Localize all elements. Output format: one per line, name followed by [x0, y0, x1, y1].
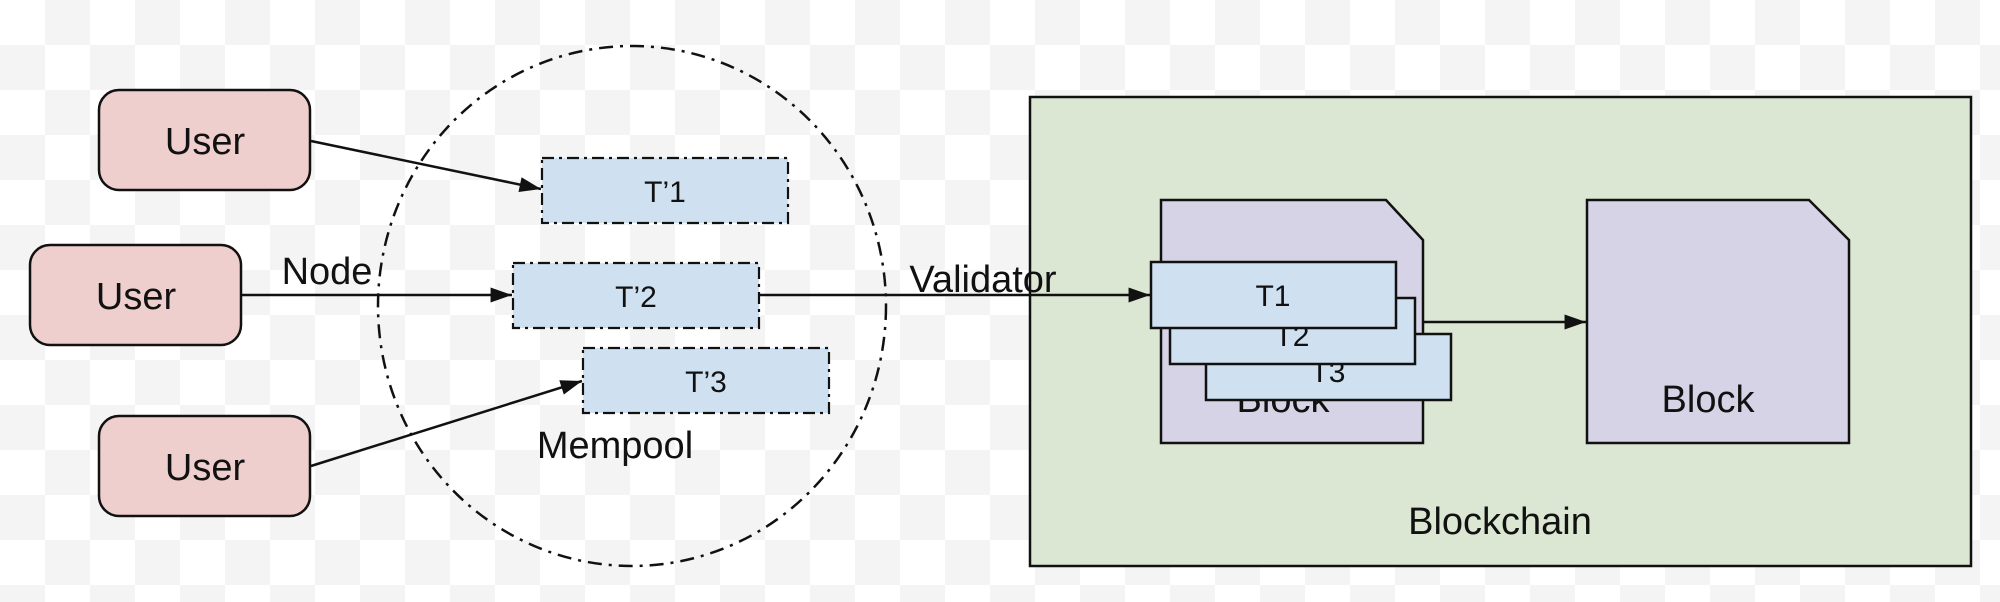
block-2[interactable]: Block [1585, 198, 1851, 445]
edge-user1-to-t1 [310, 139, 542, 192]
transaction-label: T’1 [644, 176, 686, 209]
transaction-label: T1 [1255, 280, 1290, 313]
mempool-transaction-3[interactable]: T’3 [581, 346, 831, 415]
block-transaction-t1[interactable]: T1 [1149, 260, 1398, 330]
blockchain-label: Blockchain [1408, 501, 1592, 543]
edge-user3-to-t3 [310, 379, 583, 468]
transaction-label: T’3 [685, 366, 727, 399]
mempool-transaction-1[interactable]: T’1 [540, 156, 790, 225]
block-1[interactable]: Block T3 T2 T1 [1149, 198, 1453, 445]
transaction-label: T’2 [615, 281, 657, 314]
user-label: User [165, 447, 246, 489]
mempool[interactable]: Mempool [376, 44, 888, 568]
mempool-label: Mempool [537, 425, 693, 467]
validator-edge-label: Validator [909, 259, 1057, 301]
user-label: User [165, 121, 246, 163]
block-label: Block [1662, 379, 1756, 421]
user-node-3[interactable]: User [97, 414, 312, 518]
user-node-2[interactable]: User [28, 243, 243, 347]
user-node-1[interactable]: User [97, 88, 312, 192]
node-edge-label: Node [282, 251, 373, 293]
user-label: User [96, 276, 177, 318]
mempool-transaction-2[interactable]: T’2 [511, 261, 761, 330]
